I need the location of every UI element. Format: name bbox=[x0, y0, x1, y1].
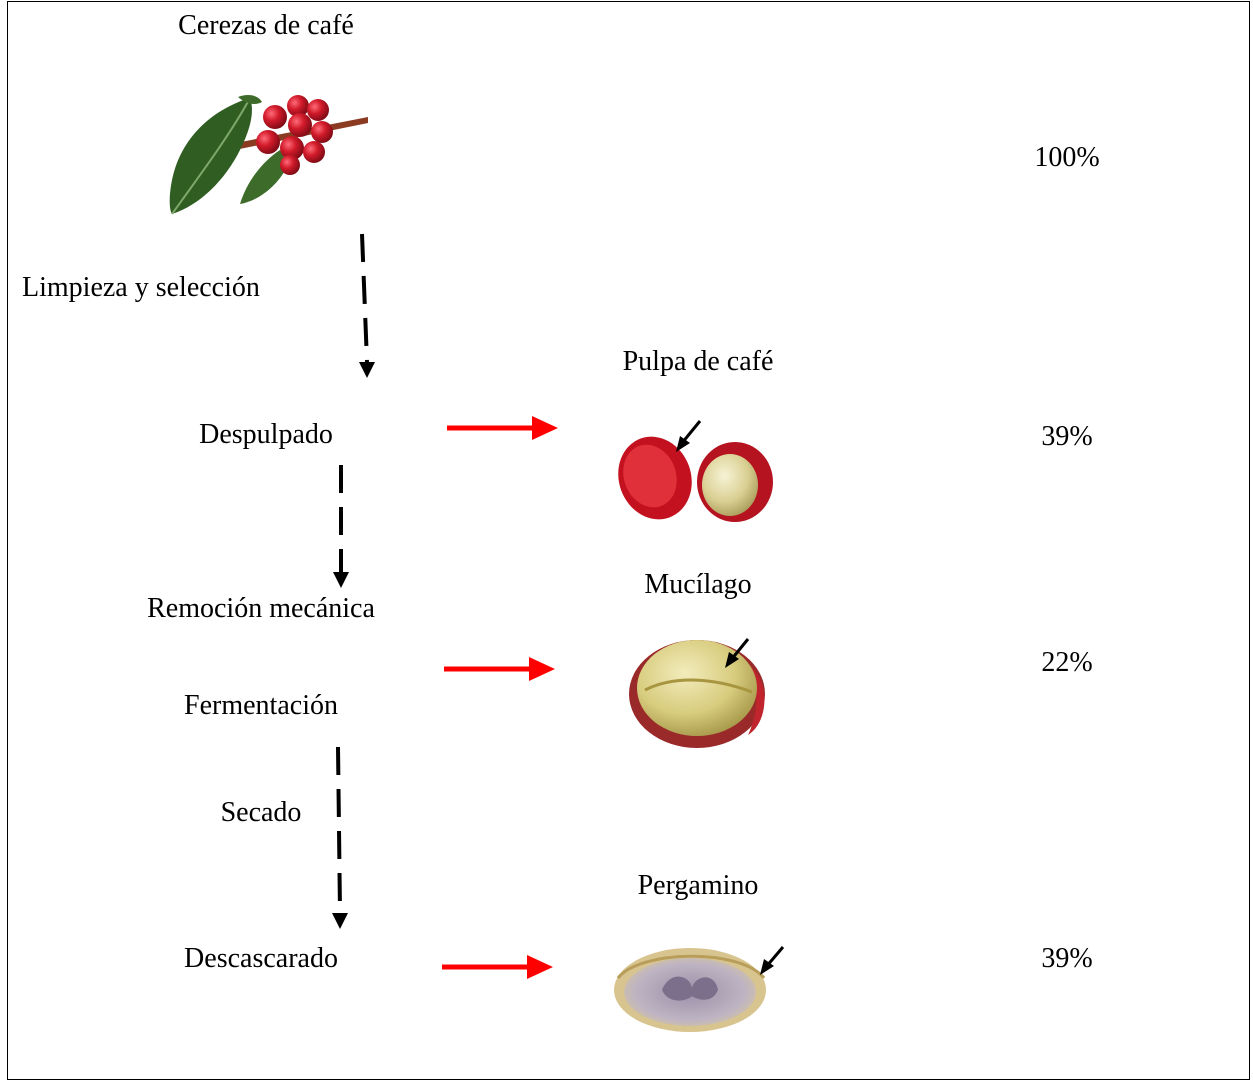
coffee-pulp-image bbox=[607, 421, 773, 530]
byproduct-arrow-mucilage bbox=[444, 657, 555, 681]
mucilage-image bbox=[629, 639, 765, 748]
flow-arrow-3 bbox=[332, 747, 348, 929]
coffee-branch-image bbox=[170, 95, 368, 214]
byproduct-arrow-pulp bbox=[447, 416, 558, 440]
byproduct-arrow-parchment bbox=[442, 955, 553, 979]
parchment-image bbox=[614, 947, 783, 1032]
flow-arrow-1 bbox=[359, 234, 375, 378]
flow-arrow-2 bbox=[333, 465, 349, 588]
